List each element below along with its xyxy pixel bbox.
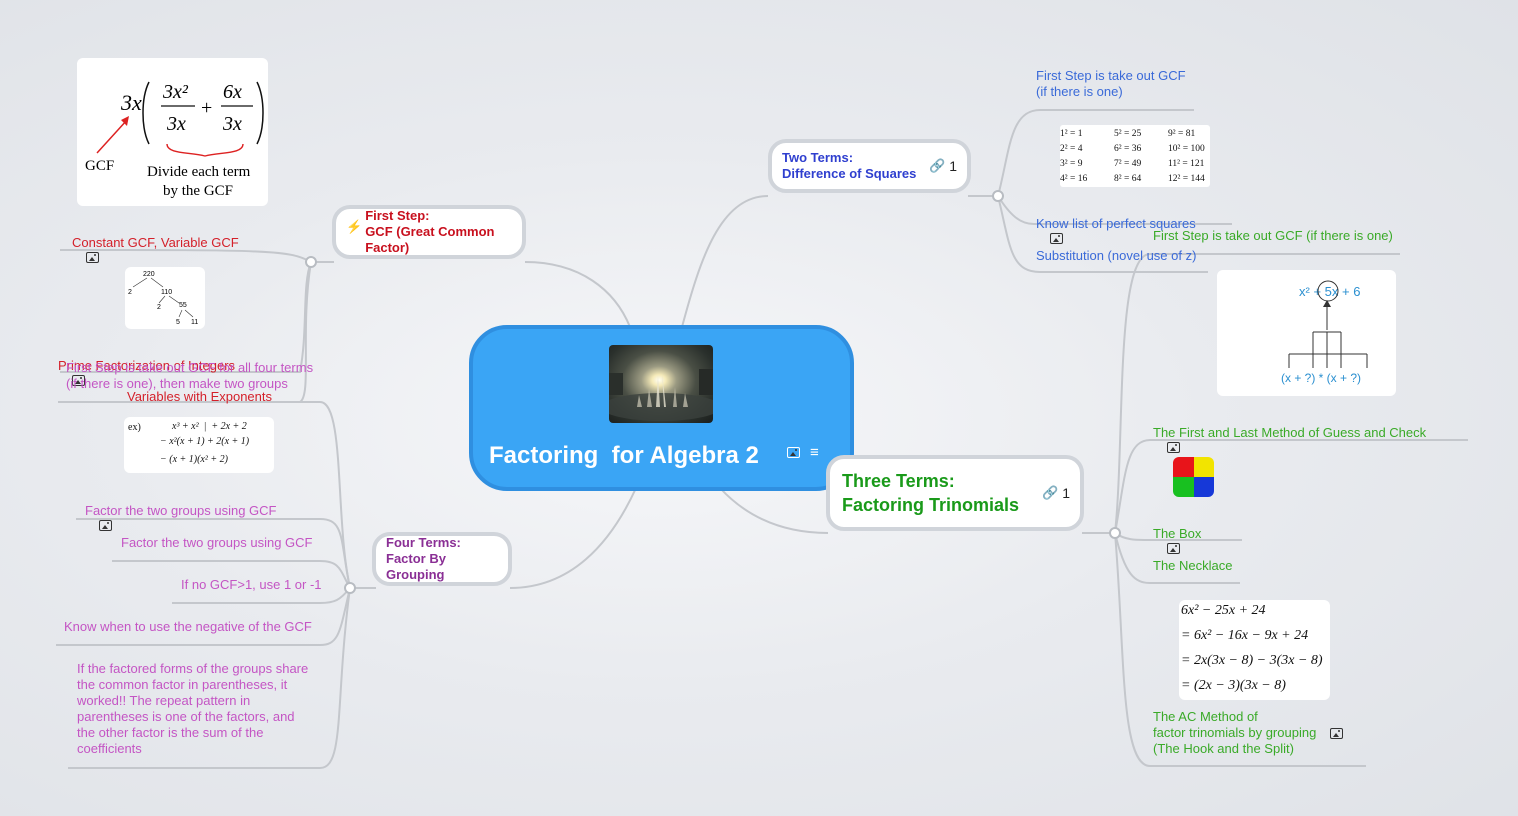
perfect-square-cell: 7² = 49: [1114, 159, 1142, 169]
subtopic-factor-groups-1[interactable]: Factor the two groups using GCF: [85, 487, 276, 535]
divide-caption-1: Divide each term: [147, 164, 251, 180]
ac-step-3: = 2x(3x − 8) − 3(3x − 8): [1181, 653, 1323, 668]
link-badge[interactable]: 🔗 1: [1042, 481, 1070, 505]
topic-grouping-title: Four Terms: Factor By Grouping: [386, 535, 461, 582]
central-title: Factoring for Algebra 2: [489, 442, 759, 469]
perfect-square-cell: 11² = 121: [1168, 159, 1205, 169]
factor-tree: 220 2 110 2 55 5 11: [128, 271, 198, 326]
perfect-square-cell: 12² = 144: [1168, 174, 1205, 184]
svg-text:2: 2: [128, 289, 132, 296]
image-icon[interactable]: [787, 447, 800, 458]
svg-text:3x: 3x: [166, 113, 186, 135]
subtopic-substitution[interactable]: Substitution (novel use of z): [1036, 248, 1197, 263]
perfect-square-cell: 8² = 64: [1114, 174, 1142, 184]
central-topic[interactable]: Factoring for Algebra 2 ≡: [469, 325, 854, 491]
svg-text:11: 11: [191, 319, 198, 326]
link-icon: 🔗: [929, 158, 946, 173]
ac-method-image: 6x² − 25x + 24 = 6x² − 16x − 9x + 24 = 2…: [1179, 600, 1330, 700]
svg-text:5: 5: [176, 319, 180, 326]
bottom-expression: (x + ?) * (x + ?): [1281, 371, 1361, 385]
topic-gcf[interactable]: ⚡ First Step: GCF (Great Common Factor): [332, 205, 526, 259]
ac-step-1: 6x² − 25x + 24: [1181, 603, 1266, 618]
svg-text:55: 55: [179, 302, 187, 309]
perfect-square-cell: 10² = 100: [1168, 144, 1205, 154]
guess-check-diagram: x² + 5x + 6 (x + ?) * (x + ?): [1281, 280, 1368, 385]
perfect-square-cell: 3² = 9: [1060, 159, 1083, 169]
subtopic-repeat-pattern[interactable]: If the factored forms of the groups shar…: [77, 661, 309, 756]
perfect-square-cell: 1² = 1: [1060, 129, 1083, 139]
gcf-label: GCF: [85, 158, 114, 174]
svg-text:3x: 3x: [222, 113, 242, 135]
topic-trinomials[interactable]: Three Terms: Factoring Trinomials 🔗 1: [826, 455, 1084, 531]
image-icon[interactable]: [1330, 727, 1344, 739]
ac-step-2: = 6x² − 16x − 9x + 24: [1181, 628, 1309, 643]
perfect-square-cell: 6² = 36: [1114, 144, 1142, 154]
svg-text:2: 2: [157, 304, 161, 311]
subtopic-first-last-method[interactable]: The First and Last Method of Guess and C…: [1153, 409, 1426, 457]
example-line-3: − (x + 1)(x² + 2): [160, 454, 228, 465]
subtopic-perfect-squares[interactable]: Know list of perfect squares: [1036, 200, 1196, 248]
ac-step-4: = (2x − 3)(3x − 8): [1181, 678, 1286, 693]
subtopic-tri-first-step[interactable]: First Step is take out GCF (if there is …: [1153, 228, 1393, 243]
subtopic-prime-factorization[interactable]: Prime Factorization of Integers: [58, 342, 235, 390]
svg-text:+: +: [201, 97, 212, 119]
perfect-square-cell: 2² = 4: [1060, 144, 1083, 154]
image-icon[interactable]: [72, 375, 85, 386]
top-expression: x² + 5x + 6: [1299, 284, 1360, 299]
guess-check-image: x² + 5x + 6 (x + ?) * (x + ?): [1217, 270, 1396, 396]
perfect-square-cell: 5² = 25: [1114, 129, 1142, 139]
perfect-square-cell: 9² = 81: [1168, 129, 1196, 139]
perfect-squares-image: 1² = 1 5² = 25 9² = 81 2² = 4 6² = 36 10² = 1…: [1060, 125, 1210, 187]
topic-squares-title: Two Terms: Difference of Squares: [782, 150, 917, 181]
example-line-2: − x²(x + 1) + 2(x + 1): [160, 436, 250, 447]
topic-squares[interactable]: Two Terms: Difference of Squares 🔗 1: [768, 139, 971, 193]
perfect-square-cell: 4² = 16: [1060, 174, 1088, 184]
perfect-squares-table: 1² = 1 5² = 25 9² = 81 2² = 4 6² = 36 10² = 1…: [1060, 125, 1210, 186]
fountain-photo: [609, 345, 713, 423]
svg-text:220: 220: [143, 271, 155, 278]
subtopic-variables-exponents[interactable]: Variables with Exponents: [127, 389, 273, 404]
fountain-image: [609, 369, 713, 421]
image-icon[interactable]: [1050, 233, 1063, 244]
image-icon[interactable]: [99, 520, 112, 531]
subtopic-ac-method[interactable]: The AC Method of factor trinomials by gr…: [1153, 709, 1344, 757]
subtopic-group-first-step[interactable]: First Step is take out GCF for all four …: [66, 360, 314, 391]
divide-caption-2: by the GCF: [163, 183, 233, 199]
subtopic-no-gcf[interactable]: If no GCF>1, use 1 or -1: [181, 577, 322, 592]
svg-text:3x²: 3x²: [162, 81, 189, 103]
subtopic-the-box[interactable]: The Box: [1153, 510, 1201, 558]
grouping-example-image: ex) x³ + x² | + 2x + 2 − x²(x + 1) + 2(x…: [124, 417, 274, 473]
gcf-formula: 3x 3x² 3x + 6x 3x GCF Divide each term b…: [85, 81, 264, 199]
link-badge[interactable]: 🔗 1: [929, 158, 957, 174]
notes-icon[interactable]: ≡: [810, 444, 819, 461]
box-method-icon: [1173, 457, 1214, 497]
lightning-icon: ⚡: [346, 219, 363, 234]
subtopic-constant-gcf[interactable]: Constant GCF, Variable GCF: [72, 219, 239, 267]
subtopic-factor-groups-2[interactable]: Factor the two groups using GCF: [121, 535, 313, 550]
gcf-image: 3x 3x² 3x + 6x 3x GCF Divide each term b…: [77, 58, 268, 206]
subtopic-the-necklace[interactable]: The Necklace: [1153, 558, 1233, 573]
svg-text:110: 110: [161, 289, 172, 296]
prime-tree-image: 220 2 110 2 55 5 11: [125, 267, 205, 329]
topic-trinomials-title: Three Terms: Factoring Trinomials: [842, 471, 1020, 515]
topic-grouping[interactable]: Four Terms: Factor By Grouping: [372, 532, 512, 586]
image-icon[interactable]: [1167, 442, 1180, 453]
image-icon[interactable]: [86, 252, 99, 263]
subtopic-negative-gcf[interactable]: Know when to use the negative of the GCF: [64, 619, 312, 634]
example-label: ex): [128, 422, 141, 433]
subtopic-squares-first-step[interactable]: First Step is take out GCF (if there is …: [1036, 68, 1186, 99]
svg-text:3x: 3x: [120, 90, 142, 115]
topic-gcf-title: First Step: GCF (Great Common Factor): [365, 208, 495, 255]
svg-text:6x: 6x: [223, 81, 242, 103]
link-icon: 🔗: [1042, 485, 1059, 500]
example-line-1: x³ + x² | + 2x + 2: [172, 421, 247, 432]
image-icon[interactable]: [1167, 543, 1180, 554]
